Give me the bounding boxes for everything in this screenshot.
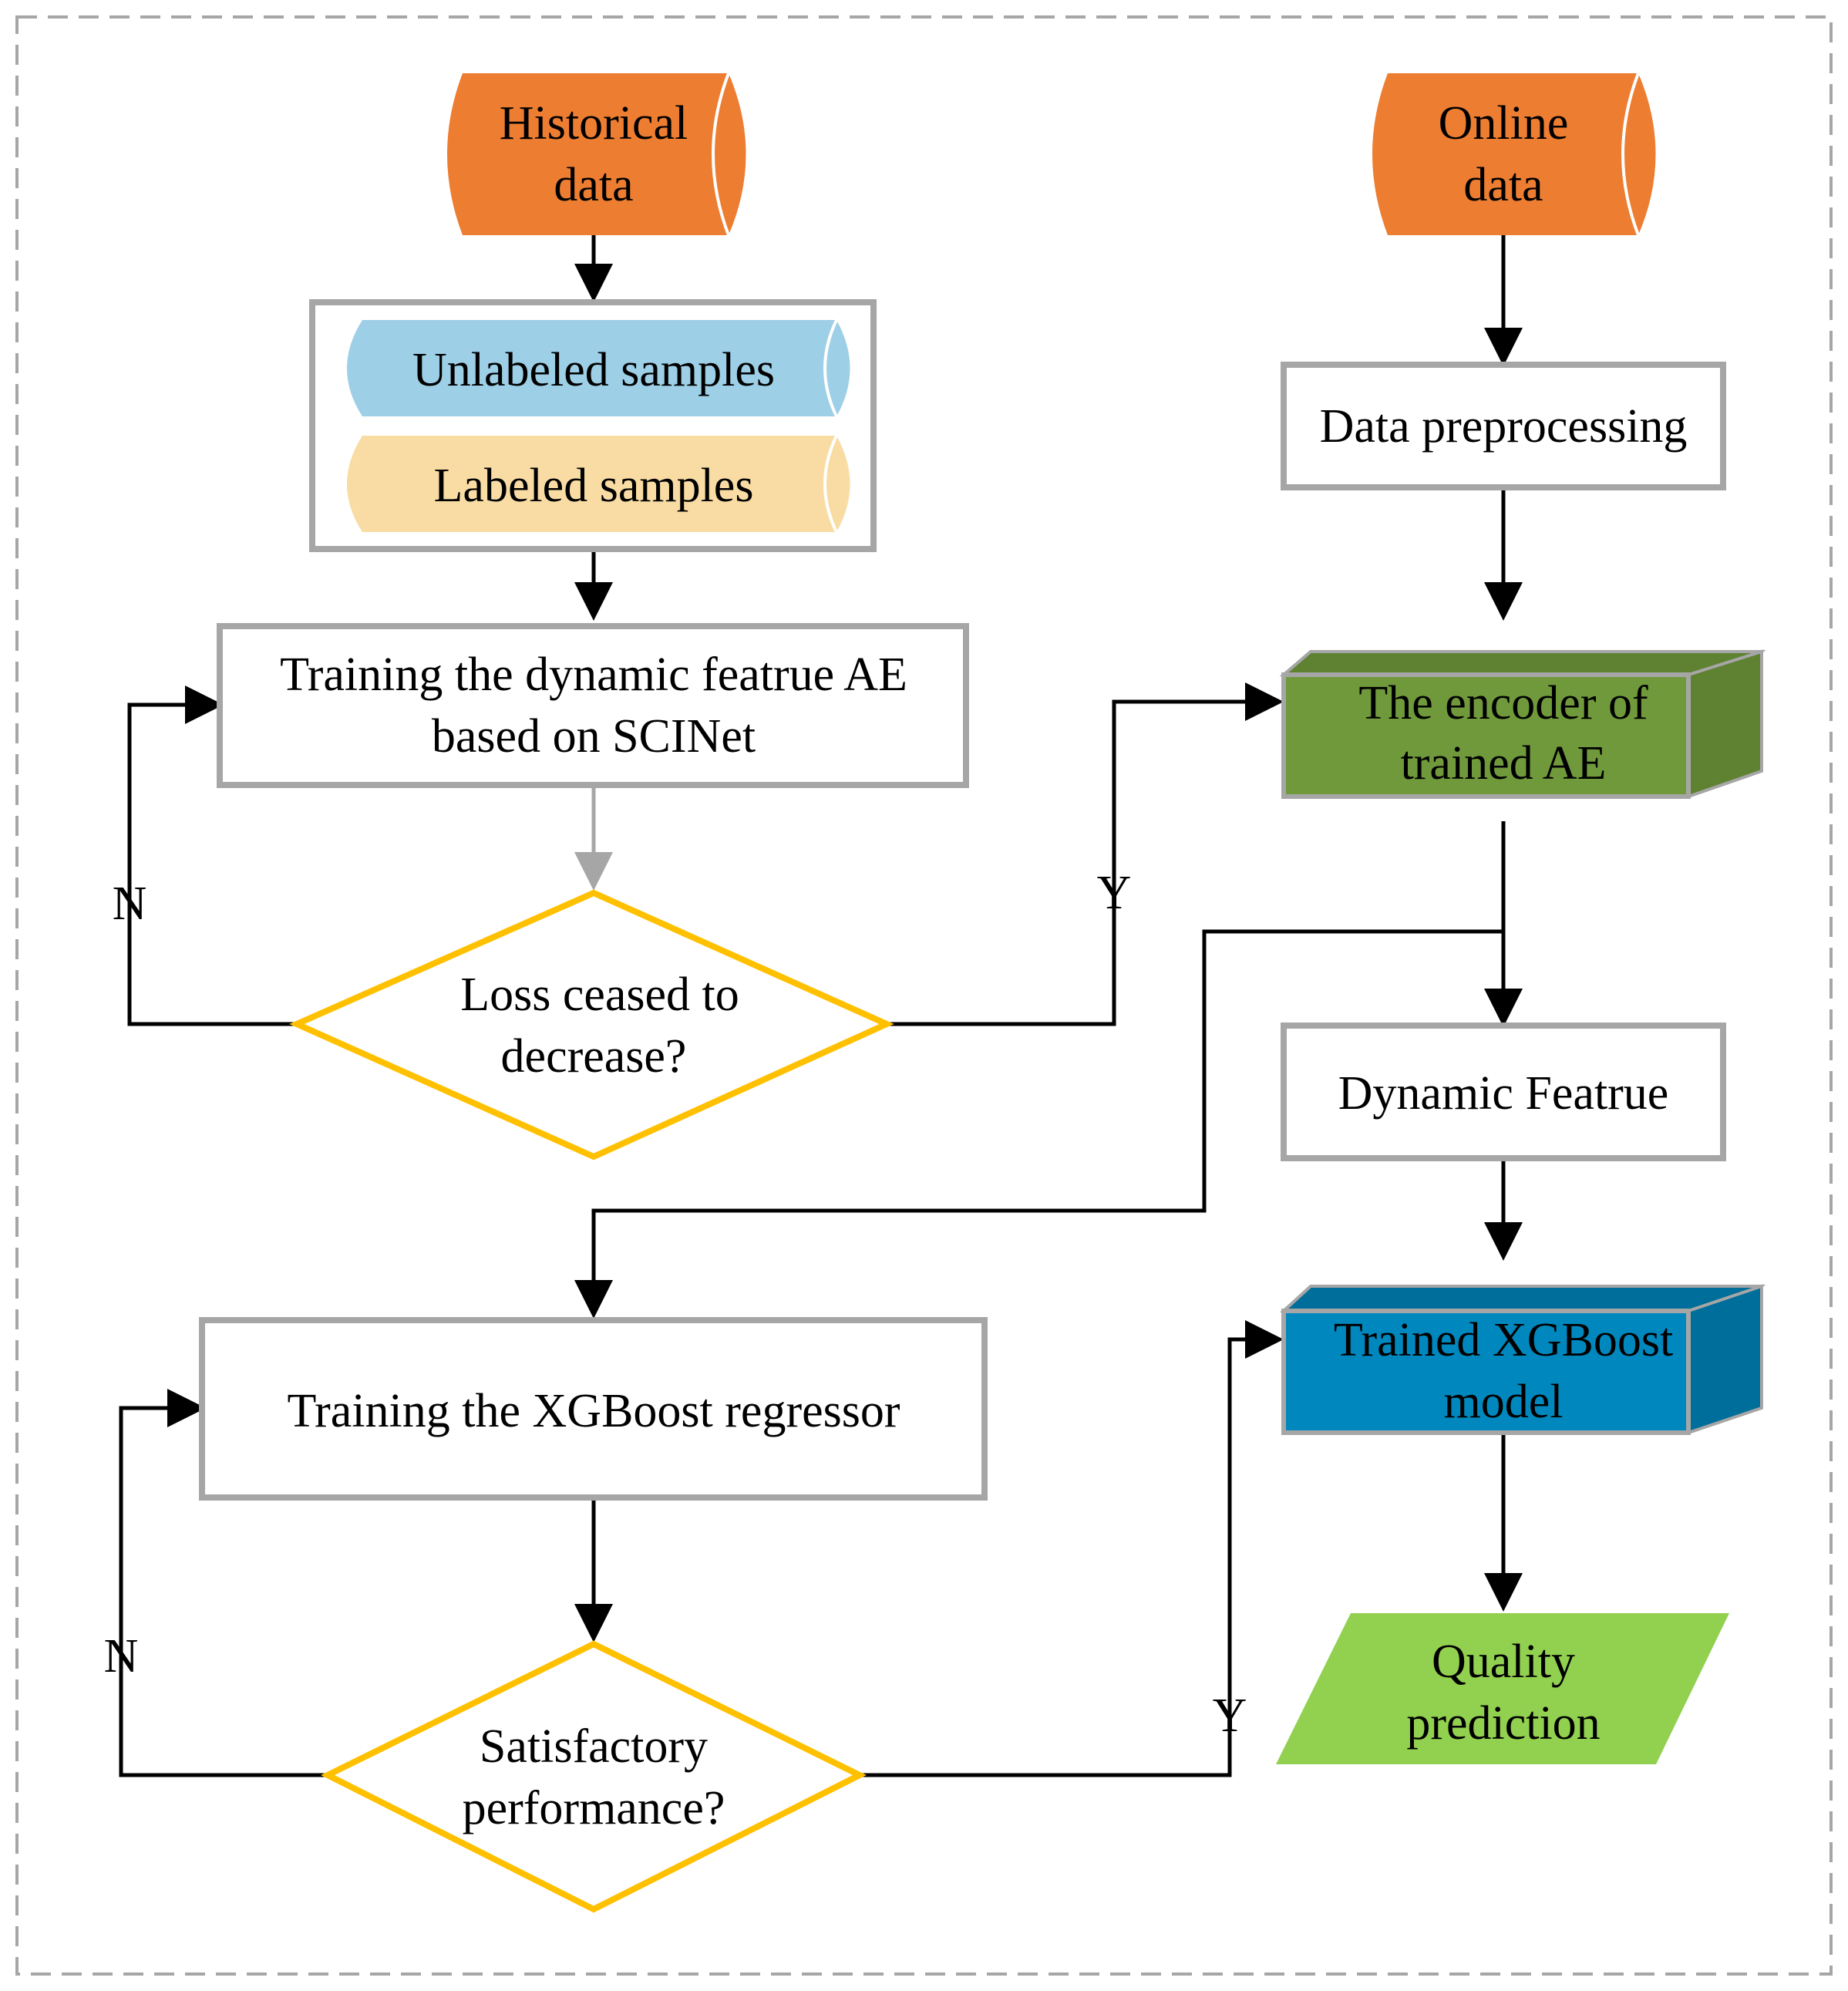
encoder-line2: trained AE: [1401, 737, 1607, 790]
loss-decision-node: Loss ceased to decrease?: [289, 889, 894, 1161]
training-xgboost-box: [199, 1317, 988, 1501]
trained-xgboost-box-side: [1687, 1284, 1763, 1435]
trained-xgboost-box-front: [1281, 1309, 1691, 1435]
historical-data-node: Historical data: [447, 72, 746, 236]
dynamic-feature-label: Dynamic Featrue: [1338, 1067, 1669, 1120]
dynamic-feature-box: [1281, 1022, 1726, 1161]
online-data-line2: data: [1463, 159, 1543, 211]
labeled-samples-rim: [823, 435, 838, 533]
loss-decision-line1: Loss ceased to: [460, 969, 739, 1021]
trained-xgboost-node: Trained XGBoost model: [1279, 1284, 1766, 1435]
satisfactory-decision-diamond: [321, 1640, 867, 1913]
edge-loss-no: [127, 686, 297, 1026]
historical-data-cylinder: [447, 73, 746, 235]
historical-data-cylinder-rim: [712, 72, 730, 236]
unlabeled-samples-cylinder: [347, 320, 850, 416]
trained-xgboost-box-top: [1279, 1285, 1766, 1312]
online-data-cylinder-rim: [1621, 72, 1640, 236]
encoder-node: The encoder of trained AE: [1279, 649, 1766, 799]
connectors: [119, 235, 1523, 1777]
satisfactory-decision-line2: performance?: [463, 1782, 725, 1834]
loss-yes-label: Y: [1097, 867, 1132, 919]
perf-yes-label: Y: [1213, 1689, 1247, 1742]
historical-data-line2: data: [554, 159, 633, 211]
trained-xgboost-line2: model: [1444, 1376, 1564, 1428]
dynamic-feature-node: Dynamic Featrue: [1281, 1022, 1726, 1161]
loss-decision-line2: decrease?: [501, 1030, 687, 1083]
training-ae-line2: based on SCINet: [432, 710, 756, 763]
edge-perf-no: [119, 1389, 328, 1777]
satisfactory-decision-node: Satisfactory performance?: [321, 1640, 867, 1913]
quality-prediction-shape: [1276, 1613, 1729, 1764]
online-data-line1: Online: [1439, 97, 1569, 150]
training-xgboost-label: Training the XGBoost regressor: [287, 1385, 900, 1437]
data-preprocessing-node: Data preprocessing: [1281, 362, 1726, 490]
labeled-samples-label: Labeled samples: [434, 460, 754, 512]
edge-perf-yes: [860, 1320, 1284, 1777]
data-preprocessing-box: [1281, 362, 1726, 490]
satisfactory-decision-line1: Satisfactory: [480, 1720, 708, 1773]
training-ae-node: Training the dynamic featrue AE based on…: [217, 623, 969, 788]
unlabeled-samples-label: Unlabeled samples: [412, 344, 775, 396]
quality-prediction-node: Quality prediction: [1276, 1613, 1729, 1764]
historical-data-line1: Historical: [500, 97, 688, 150]
encoder-line1: The encoder of: [1358, 677, 1648, 729]
unlabeled-samples-rim: [823, 319, 838, 417]
loss-decision-diamond: [289, 889, 894, 1161]
quality-prediction-line2: prediction: [1406, 1697, 1600, 1750]
edge-encoder-to-training-xgboost: [574, 929, 1503, 1319]
data-preprocessing-label: Data preprocessing: [1320, 400, 1688, 453]
encoder-box-side: [1687, 649, 1763, 799]
perf-no-label: N: [104, 1630, 139, 1683]
training-ae-box: [217, 623, 969, 788]
encoder-box-top: [1279, 650, 1766, 676]
training-xgboost-node: Training the XGBoost regressor: [199, 1317, 988, 1501]
loss-no-label: N: [113, 878, 147, 930]
trained-xgboost-line1: Trained XGBoost: [1334, 1314, 1673, 1366]
encoder-box-front: [1281, 672, 1691, 799]
online-data-node: Online data: [1372, 72, 1656, 236]
quality-prediction-line1: Quality: [1432, 1636, 1575, 1688]
labeled-samples-cylinder: [347, 436, 850, 532]
outer-frame: [15, 15, 1833, 1976]
training-ae-line1: Training the dynamic featrue AE: [280, 649, 907, 701]
online-data-cylinder: [1372, 73, 1656, 235]
edge-loss-yes: [887, 682, 1284, 1026]
samples-container: Unlabeled samples Labeled samples: [309, 299, 877, 552]
